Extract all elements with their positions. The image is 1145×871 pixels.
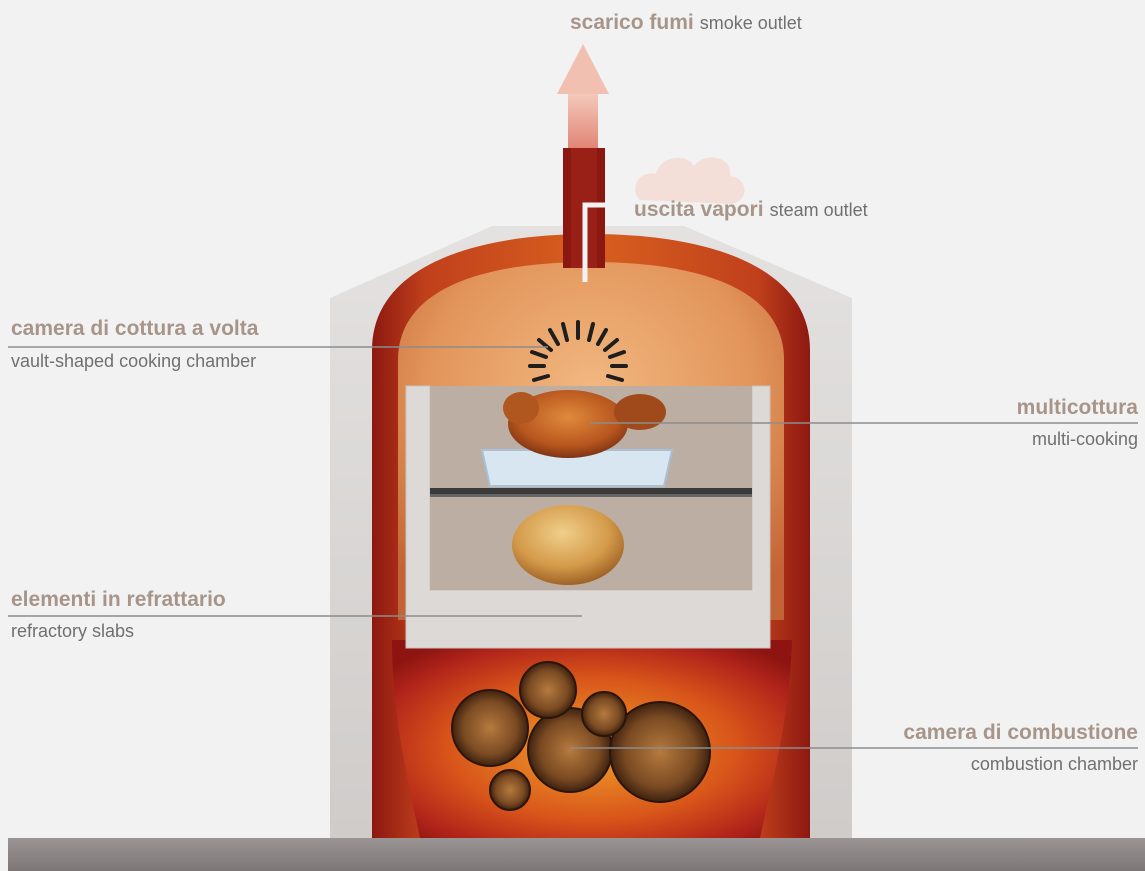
label-smoke-outlet-it: scarico fumi xyxy=(570,11,694,34)
label-steam-outlet-it: uscita vapori xyxy=(634,198,764,221)
grill-rack xyxy=(430,488,752,497)
label-refractory: elementi in refrattario refractory slabs xyxy=(11,589,226,640)
label-smoke-outlet-en: smoke outlet xyxy=(700,13,802,33)
steam-cloud xyxy=(635,157,744,204)
label-cooking-chamber-it: camera di cottura a volta xyxy=(11,317,258,340)
label-multi-cooking: multicottura multi-cooking xyxy=(1017,397,1138,448)
ground-floor xyxy=(8,838,1145,871)
label-refractory-en: refractory slabs xyxy=(11,622,226,640)
label-refractory-it: elementi in refrattario xyxy=(11,589,226,610)
label-combustion-it: camera di combustione xyxy=(903,722,1138,743)
label-smoke-outlet: scarico fumi smoke outlet xyxy=(570,12,802,33)
label-combustion: camera di combustione combustion chamber xyxy=(903,722,1138,773)
label-combustion-en: combustion chamber xyxy=(903,755,1138,773)
bread-loaf xyxy=(512,505,624,585)
label-cooking-chamber: camera di cottura a volta vault-shaped c… xyxy=(11,318,258,370)
label-multi-cooking-en: multi-cooking xyxy=(1017,430,1138,448)
label-steam-outlet: uscita vapori steam outlet xyxy=(634,199,868,220)
smoke-arrow xyxy=(557,44,609,152)
label-cooking-chamber-en: vault-shaped cooking chamber xyxy=(11,352,258,370)
label-steam-outlet-en: steam outlet xyxy=(770,200,868,220)
label-multi-cooking-it: multicottura xyxy=(1017,397,1138,418)
